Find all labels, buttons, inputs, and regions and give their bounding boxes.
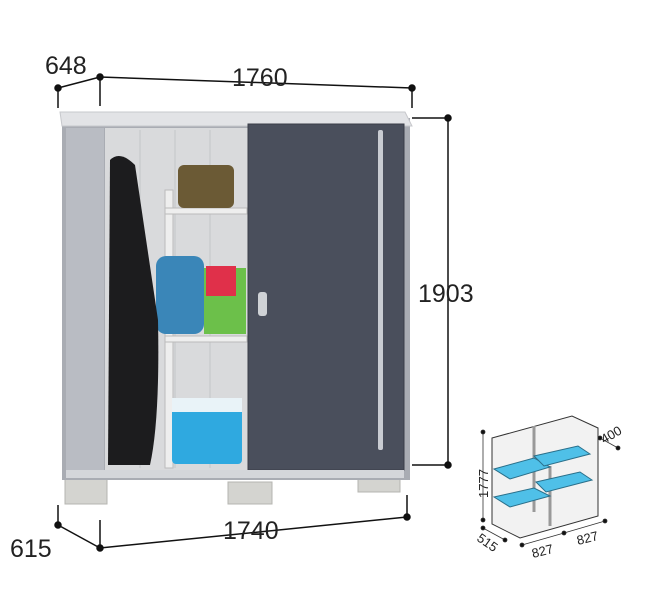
shed-body [59, 111, 413, 480]
dimension-lines [54, 73, 452, 552]
shelf-depth-label: 400 [598, 423, 624, 447]
bay-width-left-label: 827 [530, 541, 555, 561]
roof-depth-label: 648 [45, 52, 87, 80]
base-width-label: 1740 [223, 517, 279, 545]
height-label: 1903 [418, 280, 474, 308]
door-lock [258, 292, 267, 316]
interior-depth-label: 515 [474, 530, 500, 555]
interior-layout-diagram: 1777 515 827 827 400 [474, 415, 624, 561]
black-bag [108, 156, 159, 465]
interior-height-label: 1777 [476, 469, 491, 498]
interior-shelves [492, 445, 594, 508]
concrete-feet [64, 469, 401, 505]
boots [178, 165, 234, 208]
roof-width-label: 1760 [232, 64, 288, 92]
cooler-box [172, 398, 242, 464]
door-handle-bar [378, 130, 383, 450]
sleeping-bag [156, 256, 204, 334]
bay-width-right-label: 827 [575, 528, 600, 548]
base-depth-label: 615 [10, 535, 52, 563]
